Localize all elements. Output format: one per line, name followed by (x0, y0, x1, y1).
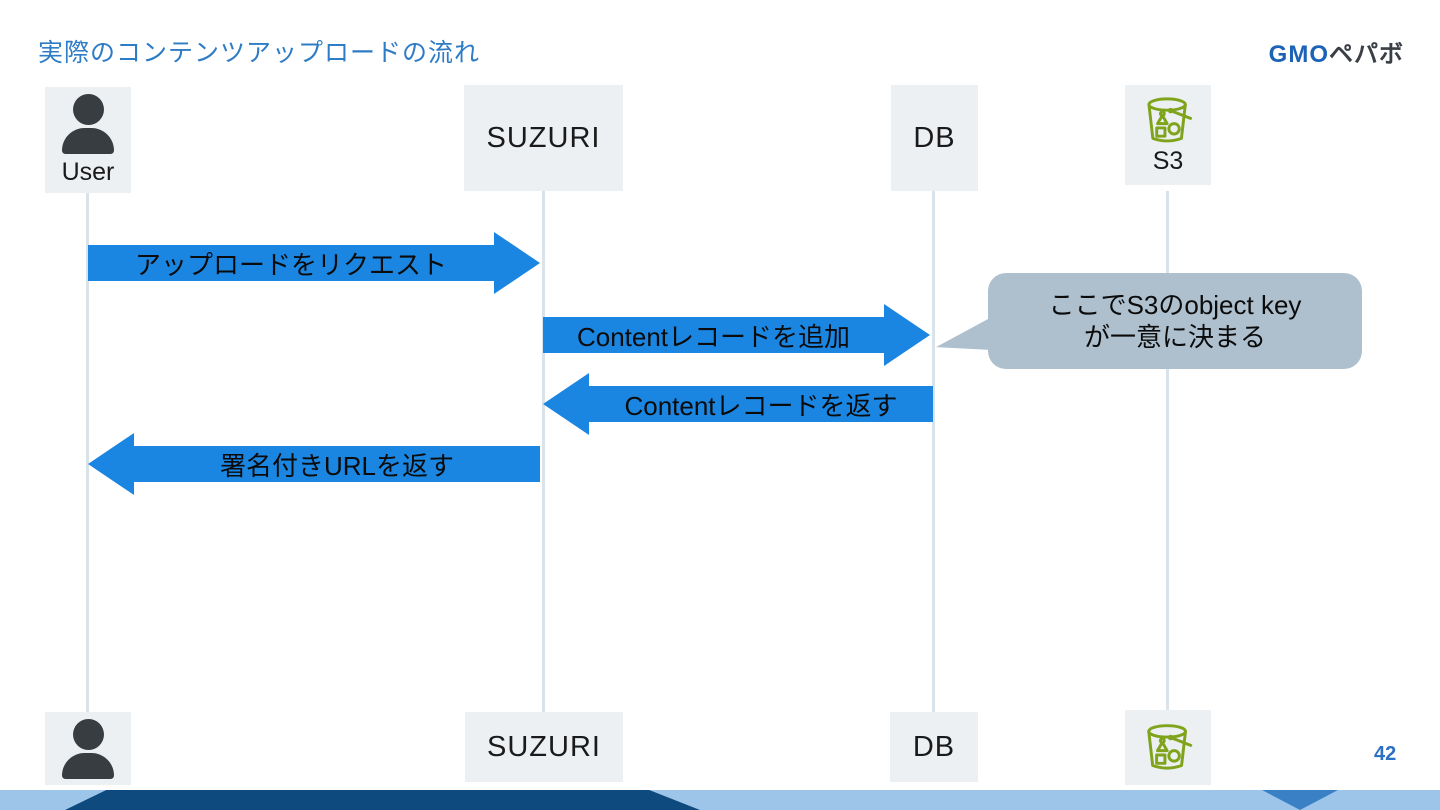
logo-gmo-text: GMO (1268, 41, 1329, 68)
gmo-pepabo-logo: GMOペパボ (1269, 34, 1404, 69)
s3-bucket-icon (1147, 96, 1193, 142)
message-label: 署名付きURLを返す (219, 450, 454, 481)
page-number: 42 (1374, 743, 1397, 765)
arrowhead-right-icon (494, 232, 540, 294)
lifeline-s3 (1166, 191, 1169, 714)
actor-user-bottom (45, 712, 131, 785)
actor-suzuri-top: SUZURI (464, 85, 623, 191)
message-arrow-upload-request: アップロードをリクエスト (88, 245, 494, 281)
actor-s3-label: S3 (1152, 146, 1184, 175)
actor-suzuri-bottom: SUZURI (465, 712, 623, 782)
arrowhead-right-icon (884, 304, 930, 366)
lifeline-db (932, 191, 935, 714)
message-label: Contentレコードを返す (624, 390, 898, 421)
arrowhead-left-icon (543, 373, 589, 435)
actor-user-top: User (45, 87, 131, 193)
callout-tail (936, 316, 992, 350)
actor-db-label: DB (912, 730, 956, 763)
message-arrow-return-content-record: Contentレコードを返す (589, 386, 933, 422)
message-arrow-return-signed-url: 署名付きURLを返す (134, 446, 540, 482)
footer-bar (0, 790, 1440, 810)
footer-blue-triangle (1262, 790, 1338, 810)
person-icon (62, 718, 114, 779)
logo-pepabo-text: ペパボ (1329, 41, 1404, 68)
page-title: 実際のコンテンツアップロードの流れ (38, 39, 481, 67)
callout-line-2: が一意に決まる (1083, 322, 1266, 352)
message-arrow-add-content-record: Contentレコードを追加 (543, 317, 884, 353)
lifeline-suzuri (542, 191, 545, 714)
actor-suzuri-label: SUZURI (486, 121, 601, 154)
actor-user-label: User (61, 157, 115, 186)
s3-bucket-icon (1147, 723, 1193, 770)
arrowhead-left-icon (88, 433, 134, 495)
callout-note: ここでS3のobject key が一意に決まる (988, 273, 1362, 369)
actor-db-label: DB (913, 121, 956, 154)
actor-db-bottom: DB (890, 712, 978, 782)
actor-s3-top: S3 (1125, 85, 1211, 185)
lifeline-user (86, 191, 89, 714)
actor-s3-bottom (1125, 710, 1211, 785)
message-label: アップロードをリクエスト (134, 249, 447, 280)
actor-suzuri-label: SUZURI (487, 730, 601, 763)
callout-line-1: ここでS3のobject key (1048, 289, 1302, 320)
footer-navy-trapezoid (65, 790, 700, 810)
person-icon (62, 93, 114, 154)
actor-db-top: DB (891, 85, 978, 191)
message-label: Contentレコードを追加 (576, 321, 851, 352)
